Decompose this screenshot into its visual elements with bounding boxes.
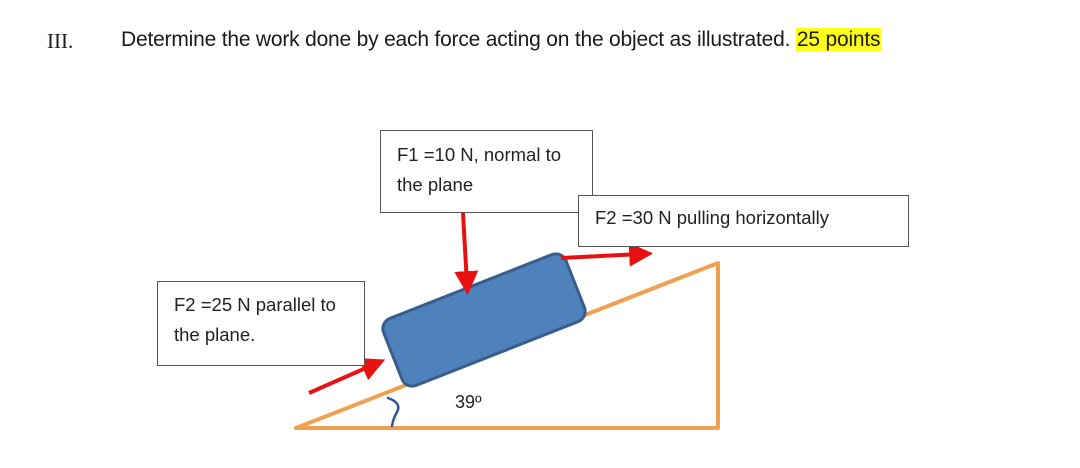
f2-horizontal-label-box: F2 =30 N pulling horizontally [578, 195, 909, 247]
angle-arc-icon [386, 396, 400, 428]
question-text: Determine the work done by each force ac… [121, 28, 882, 52]
f2-horizontal-arrow-icon [560, 242, 654, 267]
f1-label-box: F1 =10 N, normal to the plane [380, 130, 593, 213]
block [381, 252, 587, 388]
f1-label-line1: F1 =10 N, normal to [397, 144, 562, 165]
f1-arrow-icon [454, 212, 479, 296]
f2-parallel-label-box: F2 =25 N parallel to the plane. [157, 281, 365, 366]
f2-parallel-label-line2: the plane. [174, 324, 256, 345]
question-number: III. [47, 29, 74, 53]
points-badge: 25 points [795, 28, 882, 51]
question-prompt: Determine the work done by each force ac… [121, 28, 791, 51]
incline-angle-label: 39º [455, 392, 482, 412]
f2-parallel-arrow-icon [308, 358, 386, 395]
f2-horizontal-label-line1: F2 =30 N pulling horizontally [595, 207, 829, 228]
f2-parallel-label-line1: F2 =25 N parallel to [174, 294, 336, 315]
f1-label-line2: the plane [397, 174, 474, 195]
